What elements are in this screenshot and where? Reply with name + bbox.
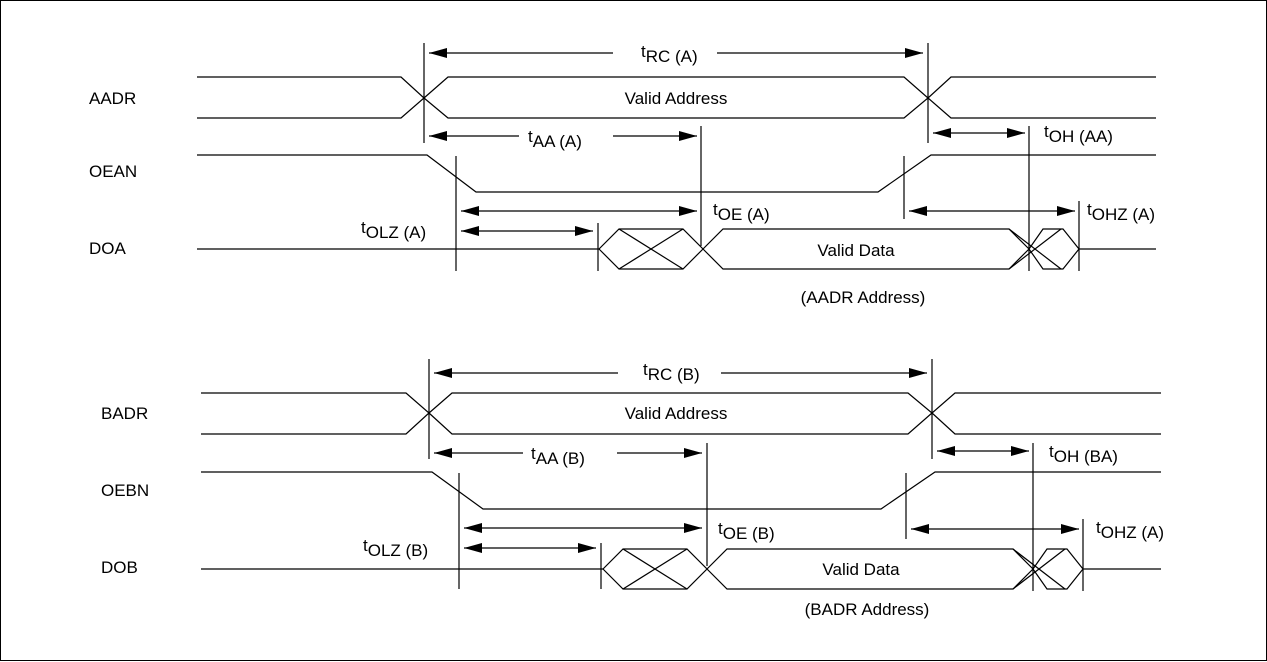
tohz-label-b: tOHZ (A) bbox=[1096, 518, 1164, 542]
tolz-label-a: tOLZ (A) bbox=[361, 218, 426, 242]
oean-waveform bbox=[197, 154, 1156, 193]
toe-dimension-a: tOE (A) bbox=[461, 200, 770, 224]
toe-label-b: tOE (B) bbox=[718, 519, 775, 543]
signal-label-oebn: OEBN bbox=[101, 481, 149, 500]
toh-label-b: tOH (BA) bbox=[1049, 442, 1118, 466]
dob-waveform bbox=[201, 548, 1161, 590]
signal-label-aadr: AADR bbox=[89, 89, 136, 108]
tohz-label-a: tOHZ (A) bbox=[1087, 200, 1155, 224]
toh-label-a: tOH (AA) bbox=[1044, 122, 1113, 146]
taa-label-b: tAA (B) bbox=[531, 444, 585, 468]
reference-lines-a bbox=[423, 43, 1080, 271]
tohz-dimension-b: tOHZ (A) bbox=[911, 518, 1164, 542]
tohz-dimension-a: tOHZ (A) bbox=[909, 200, 1155, 224]
trc-dimension-a: tRC (A) bbox=[429, 42, 923, 66]
taa-dimension-b: tAA (B) bbox=[434, 444, 702, 468]
trc-dimension-b: tRC (B) bbox=[434, 360, 927, 384]
tolz-label-b: tOLZ (B) bbox=[363, 536, 428, 560]
valid-address-label-b: Valid Address bbox=[625, 404, 728, 423]
valid-data-label-b: Valid Data bbox=[822, 560, 900, 579]
data-source-label-a: (AADR Address) bbox=[801, 288, 926, 307]
signal-label-badr: BADR bbox=[101, 404, 148, 423]
toe-label-a: tOE (A) bbox=[713, 200, 770, 224]
doa-waveform bbox=[197, 228, 1156, 270]
trc-label-b: tRC (B) bbox=[643, 360, 700, 384]
signal-label-oean: OEAN bbox=[89, 162, 137, 181]
toh-dimension-a: tOH (AA) bbox=[933, 122, 1113, 146]
signal-label-dob: DOB bbox=[101, 558, 138, 577]
tolz-dimension-b: tOLZ (B) bbox=[363, 536, 596, 560]
taa-dimension-a: tAA (A) bbox=[429, 127, 697, 151]
valid-address-label-a: Valid Address bbox=[625, 89, 728, 108]
timing-diagram-b: BADR OEBN DOB Valid Address Valid Data (… bbox=[101, 359, 1164, 619]
tolz-dimension-a: tOLZ (A) bbox=[361, 218, 593, 242]
valid-data-label-a: Valid Data bbox=[817, 241, 895, 260]
reference-lines-b bbox=[428, 359, 1084, 591]
taa-label-a: tAA (A) bbox=[528, 127, 582, 151]
toh-dimension-b: tOH (BA) bbox=[937, 442, 1118, 466]
data-source-label-b: (BADR Address) bbox=[805, 600, 930, 619]
toe-dimension-b: tOE (B) bbox=[464, 519, 775, 543]
oebn-waveform bbox=[201, 471, 1161, 510]
trc-label-a: tRC (A) bbox=[641, 42, 698, 66]
timing-diagram-a: AADR OEAN DOA Valid Address Valid Data (… bbox=[89, 42, 1156, 307]
signal-label-doa: DOA bbox=[89, 239, 127, 258]
